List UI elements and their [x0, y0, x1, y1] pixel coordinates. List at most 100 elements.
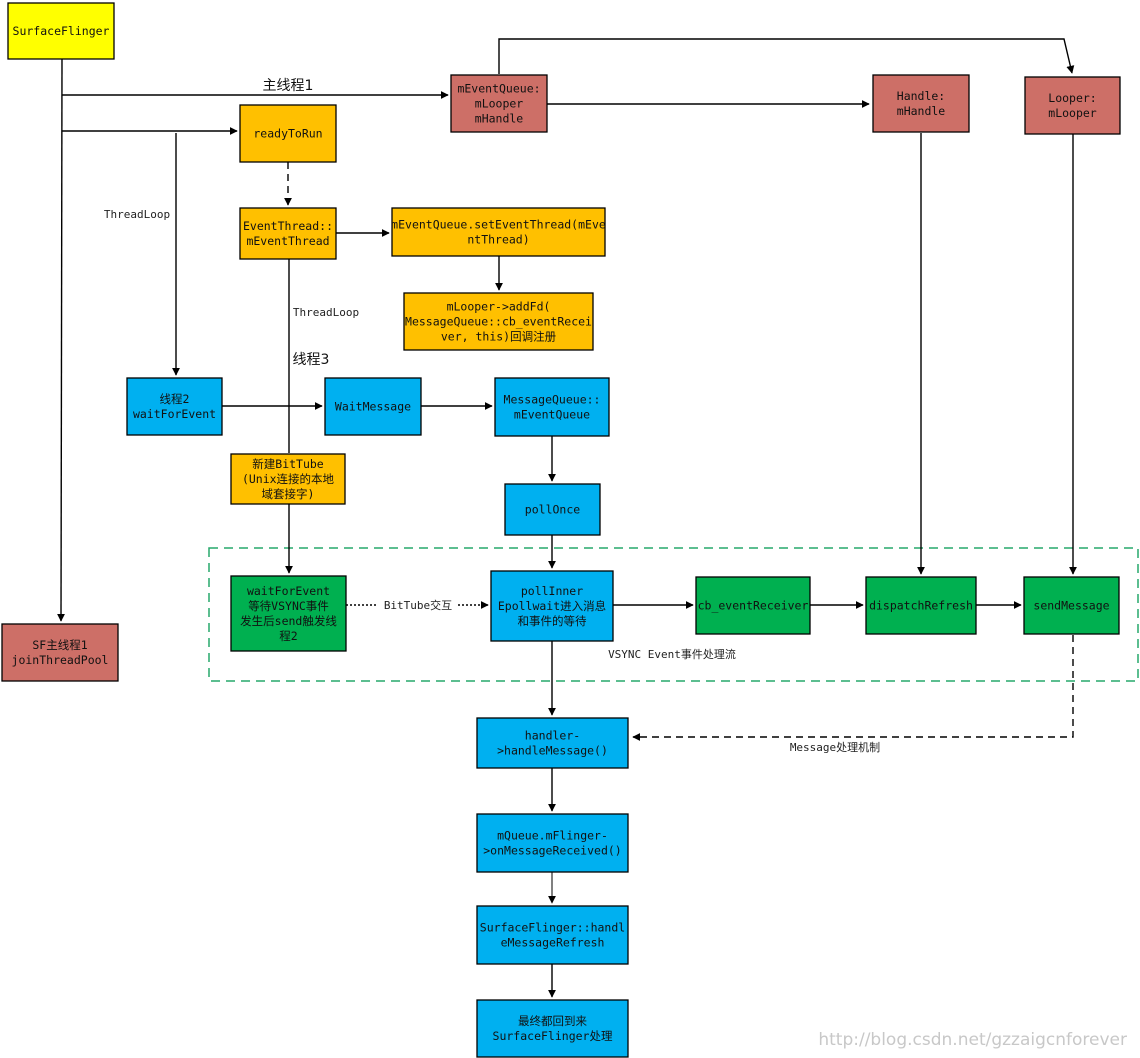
node-label-line: joinThreadPool	[12, 653, 109, 667]
node-label-line: mQueue.mFlinger-	[497, 829, 608, 843]
node-label-line: SF主线程1	[32, 638, 87, 652]
node-surfaceflinger: SurfaceFlinger	[7, 2, 115, 60]
label-thread3: 线程3	[293, 352, 330, 368]
node-label-line: mLooper	[475, 97, 524, 111]
node-label-line: 新建BitTube	[252, 457, 324, 471]
node-box	[494, 377, 610, 437]
node-label-line: ntThread)	[467, 233, 529, 247]
node-label-line: waitForEvent	[247, 584, 330, 598]
node-label-line: waitForEvent	[133, 407, 216, 421]
node-label-line: WaitMessage	[335, 400, 411, 414]
node-onmessagereceived: mQueue.mFlinger->onMessageReceived()	[476, 813, 629, 873]
node-label-line: (Unix连接的本地	[242, 472, 335, 486]
node-label-line: Epollwait进入消息	[498, 599, 606, 613]
node-label-line: EventThread::	[243, 219, 333, 233]
node-pollonce: pollOnce	[504, 483, 601, 536]
node-seteventthread: mEventQueue.setEventThread(mEventThread)	[391, 207, 606, 257]
node-box	[476, 813, 629, 873]
node-box	[403, 292, 594, 351]
node-label-line: eMessageRefresh	[501, 936, 605, 950]
node-label-line: pollInner	[521, 584, 583, 598]
label-vsync-flow: VSYNC Event事件处理流	[608, 647, 736, 661]
node-handle: Handle:mHandle	[872, 74, 970, 133]
node-label-line: 和事件的等待	[518, 614, 587, 628]
node-label-line: 等待VSYNC事件	[248, 599, 329, 613]
node-label-line: mEventThread	[246, 234, 329, 248]
label-bittube-exchange: BitTube交互	[384, 598, 452, 612]
node-box	[239, 207, 337, 260]
node-box	[324, 377, 422, 436]
node-label-line: 程2	[279, 629, 297, 643]
label-message-mechanism: Message处理机制	[790, 740, 880, 754]
node-label-line: >handleMessage()	[497, 744, 608, 758]
label-threadloop-mid: ThreadLoop	[293, 306, 359, 319]
node-box	[490, 570, 614, 642]
node-dispatchrefresh: dispatchRefresh	[865, 576, 977, 635]
node-waitmessage: WaitMessage	[324, 377, 422, 436]
node-label-line: 域套接字)	[262, 487, 315, 501]
node-box	[230, 453, 346, 505]
node-label-line: SurfaceFlinger	[13, 24, 110, 38]
node-cb-eventreceiver: cb_eventReceiver	[695, 576, 811, 635]
node-label-line: sendMessage	[1033, 599, 1109, 613]
node-label-line: 线程2	[160, 392, 190, 406]
node-label-line: SurfaceFlinger::handl	[480, 921, 625, 935]
node-box	[476, 999, 629, 1058]
node-box	[1, 623, 119, 682]
node-label-line: Looper:	[1048, 91, 1096, 105]
node-box	[476, 905, 629, 965]
edge-meventqueue-to-looper	[498, 38, 1075, 74]
label-bittube-exchange-bg	[378, 596, 458, 612]
node-label-line: Handle:	[897, 89, 945, 103]
node-label-line: SurfaceFlinger处理	[493, 1029, 613, 1043]
node-box	[126, 377, 223, 436]
node-label-line: mHandle	[475, 112, 524, 126]
node-box	[7, 2, 115, 60]
node-label-line: pollOnce	[525, 503, 580, 517]
node-box	[1024, 76, 1121, 135]
node-label-line: handler-	[525, 729, 580, 743]
node-readytorun: readyToRun	[239, 104, 337, 163]
node-label-line: >onMessageReceived()	[483, 844, 621, 858]
node-handlemessage: handler->handleMessage()	[476, 717, 629, 769]
node-label-line: MessageQueue::cb_eventRecei	[405, 315, 592, 329]
watermark: http://blog.csdn.net/gzzaigcnforever	[818, 1030, 1127, 1050]
node-box	[1023, 576, 1120, 635]
node-label-line: readyToRun	[253, 127, 322, 141]
node-box	[695, 576, 811, 635]
label-threadloop-left: ThreadLoop	[104, 208, 170, 221]
node-label-line: mEventQueue.setEventThread(mEve	[391, 218, 606, 232]
node-label-line: mHandle	[897, 104, 946, 118]
node-label-line: mLooper->addFd(	[447, 300, 551, 314]
node-label-line: mEventQueue:	[457, 82, 540, 96]
node-box	[872, 74, 970, 133]
node-box	[865, 576, 977, 635]
node-box	[230, 575, 347, 652]
node-label-line: dispatchRefresh	[869, 599, 973, 613]
connectors	[57, 38, 1077, 998]
node-looper: Looper:mLooper	[1024, 76, 1121, 135]
node-box	[504, 483, 601, 536]
node-label-line: cb_eventReceiver	[698, 599, 809, 613]
node-box	[239, 104, 337, 163]
node-label-line: 发生后send触发线	[240, 614, 337, 628]
node-label-line: 最终都回到来	[518, 1014, 587, 1028]
node-label-line: ver, this)回调注册	[441, 330, 557, 344]
node-addfd: mLooper->addFd(MessageQueue::cb_eventRec…	[403, 292, 594, 351]
node-box	[391, 207, 606, 257]
node-sendmessage: sendMessage	[1023, 576, 1120, 635]
edge-sendmessage-to-handlemessage	[632, 635, 1074, 741]
node-box	[476, 717, 629, 769]
label-main-thread1: 主线程1	[263, 78, 314, 94]
edge-sf-to-main-thread	[57, 58, 66, 622]
node-label-line: MessageQueue::	[504, 393, 601, 407]
node-box	[450, 74, 548, 133]
